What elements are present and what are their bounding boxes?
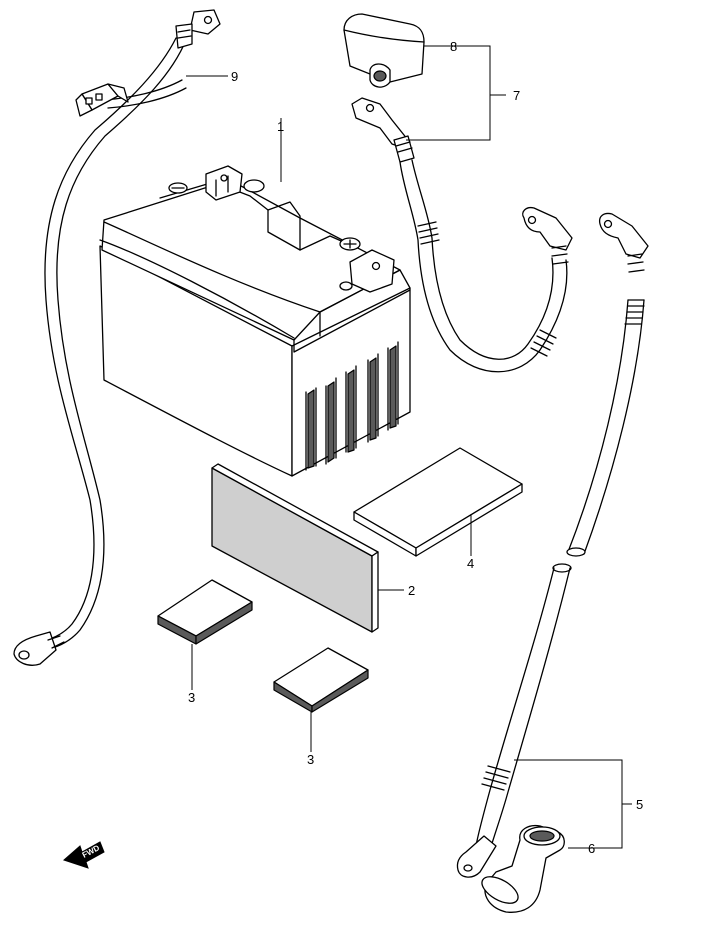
negative-cable-upper	[566, 212, 649, 557]
callout-9: 9	[231, 69, 238, 84]
callout-4: 4	[467, 556, 474, 571]
callout-7: 7	[513, 88, 520, 103]
leader-7-8	[406, 45, 491, 141]
callout-3a: 3	[188, 690, 195, 705]
terminal-cover	[343, 13, 425, 88]
ring-terminal-left	[13, 631, 65, 666]
callout-3b: 3	[307, 752, 314, 767]
callout-5: 5	[636, 797, 643, 812]
fwd-arrow-icon: FWD	[63, 841, 105, 869]
battery	[99, 165, 411, 477]
pad-small-a	[157, 579, 253, 645]
harness-connector	[75, 83, 129, 117]
callout-1: 1	[277, 119, 284, 134]
boot-6	[481, 824, 565, 913]
positive-cable	[351, 97, 573, 373]
callout-8: 8	[450, 39, 457, 54]
callout-6: 6	[588, 841, 595, 856]
negative-cable-lower	[456, 563, 572, 878]
pad-large	[211, 463, 379, 633]
callout-2: 2	[408, 583, 415, 598]
harness-top-terminal	[175, 9, 221, 49]
pad-small-b	[273, 647, 369, 713]
plate	[353, 447, 523, 557]
